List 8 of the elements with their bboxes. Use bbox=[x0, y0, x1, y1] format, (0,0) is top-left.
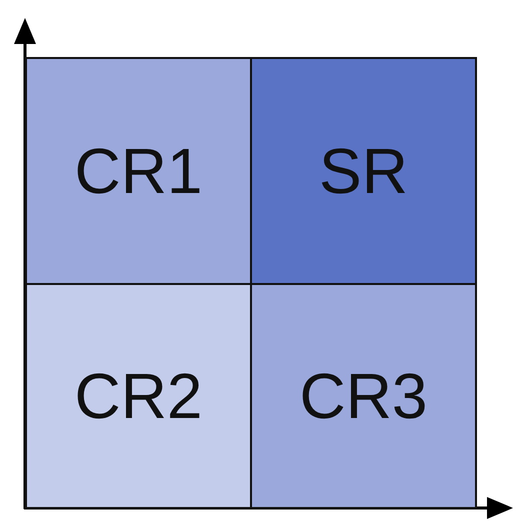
quadrant-label: CR3 bbox=[299, 359, 428, 433]
quadrant-box bbox=[250, 283, 477, 509]
quadrant-box bbox=[250, 57, 477, 285]
quadrant-box bbox=[25, 283, 252, 509]
quadrant-box bbox=[25, 57, 252, 285]
quadrant-label: SR bbox=[319, 134, 408, 208]
quadrant-label: CR2 bbox=[74, 359, 203, 433]
quadrant-label: CR1 bbox=[74, 134, 203, 208]
